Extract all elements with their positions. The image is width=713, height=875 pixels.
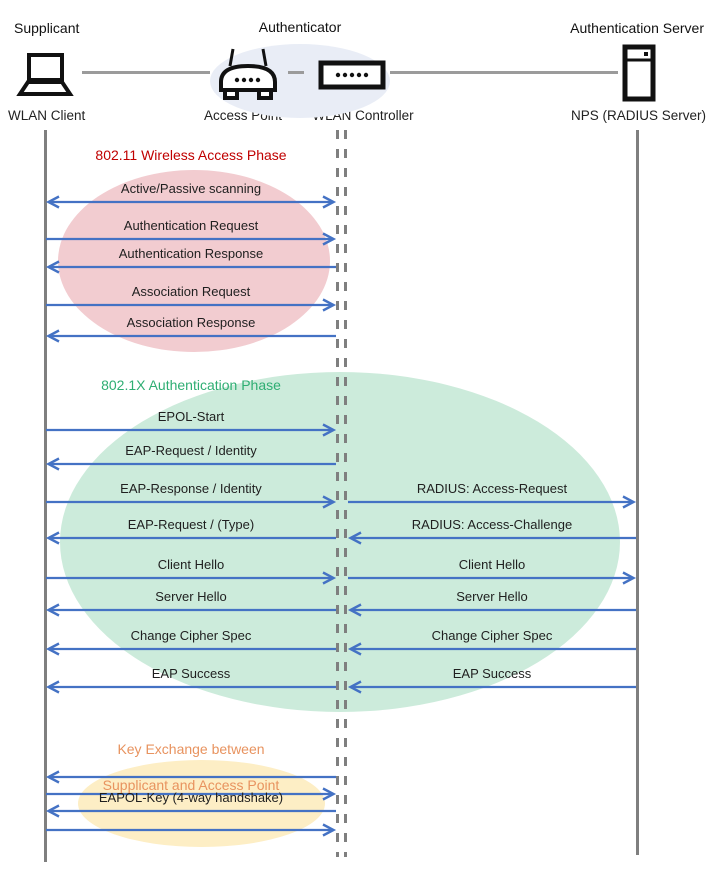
wireless-phase-ellipse bbox=[58, 170, 330, 352]
ap-controller-connector bbox=[288, 71, 304, 74]
message-label: EAP-Request / (Type) bbox=[127, 517, 255, 532]
controller-server-connector bbox=[390, 71, 618, 74]
message-arrow-right bbox=[348, 495, 637, 509]
message-label: EAP Success bbox=[151, 666, 231, 681]
message-label: EAPOL-Key (4-way handshake) bbox=[98, 790, 284, 805]
message-arrow-left bbox=[45, 770, 336, 784]
wlan-controller-icon bbox=[318, 60, 386, 90]
message-arrow-right bbox=[348, 571, 637, 585]
message-label: RADIUS: Access-Challenge bbox=[411, 517, 573, 532]
message-arrow-left bbox=[347, 642, 636, 656]
message-label: Server Hello bbox=[155, 589, 227, 604]
message-arrow-right bbox=[46, 232, 337, 246]
message-label: Association Request bbox=[131, 284, 251, 299]
authenticator-role-label: Authenticator bbox=[258, 19, 342, 35]
controller-lifeline-left bbox=[336, 130, 339, 857]
message-arrow-right bbox=[46, 423, 337, 437]
message-label: EAP Success bbox=[452, 666, 532, 681]
message-arrow-left bbox=[347, 531, 636, 545]
message-arrow-left bbox=[45, 603, 336, 617]
key-exchange-ellipse bbox=[78, 760, 325, 847]
message-arrow-left bbox=[45, 680, 336, 694]
supplicant-role-label: Supplicant bbox=[14, 20, 80, 36]
nps-radius-server-label: NPS (RADIUS Server) bbox=[570, 108, 706, 123]
client-ap-connector bbox=[82, 71, 210, 74]
wireless-phase-title: 802.11 Wireless Access Phase bbox=[95, 147, 287, 163]
dot1x-phase-title: 802.1X Authentication Phase bbox=[101, 377, 281, 393]
message-arrow-right bbox=[46, 787, 337, 801]
message-label: Authentication Request bbox=[123, 218, 259, 233]
message-arrow-left bbox=[45, 804, 336, 818]
key-exchange-title-line1: Key Exchange between bbox=[117, 741, 265, 757]
authentication-server-role-label: Authentication Server bbox=[570, 20, 704, 36]
message-label: Change Cipher Spec bbox=[431, 628, 553, 643]
client-lifeline bbox=[44, 130, 47, 862]
message-arrow-left bbox=[45, 329, 336, 343]
message-label: Server Hello bbox=[456, 589, 528, 604]
message-arrow-both bbox=[45, 195, 337, 209]
access-point-icon bbox=[219, 48, 277, 100]
message-label: Change Cipher Spec bbox=[130, 628, 252, 643]
message-arrow-left bbox=[45, 531, 336, 545]
key-exchange-title-line2: Supplicant and Access Point bbox=[102, 777, 280, 793]
wlan-client-label: WLAN Client bbox=[8, 108, 86, 123]
message-label: Client Hello bbox=[157, 557, 225, 572]
message-arrow-left bbox=[347, 603, 636, 617]
message-label: EPOL-Start bbox=[157, 409, 225, 424]
message-label: EAP-Request / Identity bbox=[125, 443, 257, 458]
message-label: Client Hello bbox=[458, 557, 526, 572]
message-arrow-right bbox=[46, 298, 337, 312]
key-exchange-phase-title: Key Exchange between Supplicant and Acce… bbox=[45, 722, 337, 812]
message-label: EAP-Response / Identity bbox=[120, 481, 262, 496]
message-label: RADIUS: Access-Request bbox=[416, 481, 568, 496]
controller-lifeline-right bbox=[344, 130, 347, 857]
message-label: Authentication Response bbox=[118, 246, 264, 261]
message-arrow-left bbox=[45, 457, 336, 471]
server-icon bbox=[622, 44, 656, 102]
message-arrow-right bbox=[46, 495, 337, 509]
message-arrow-left bbox=[45, 642, 336, 656]
message-arrow-right bbox=[46, 571, 337, 585]
message-arrow-left bbox=[347, 680, 636, 694]
message-label: Association Response bbox=[126, 315, 256, 330]
message-label: Active/Passive scanning bbox=[120, 181, 262, 196]
server-lifeline bbox=[636, 130, 639, 855]
message-arrow-left bbox=[45, 260, 336, 274]
laptop-icon bbox=[16, 53, 74, 96]
dot1x-phase-ellipse bbox=[60, 372, 620, 712]
message-arrow-right bbox=[46, 823, 337, 837]
